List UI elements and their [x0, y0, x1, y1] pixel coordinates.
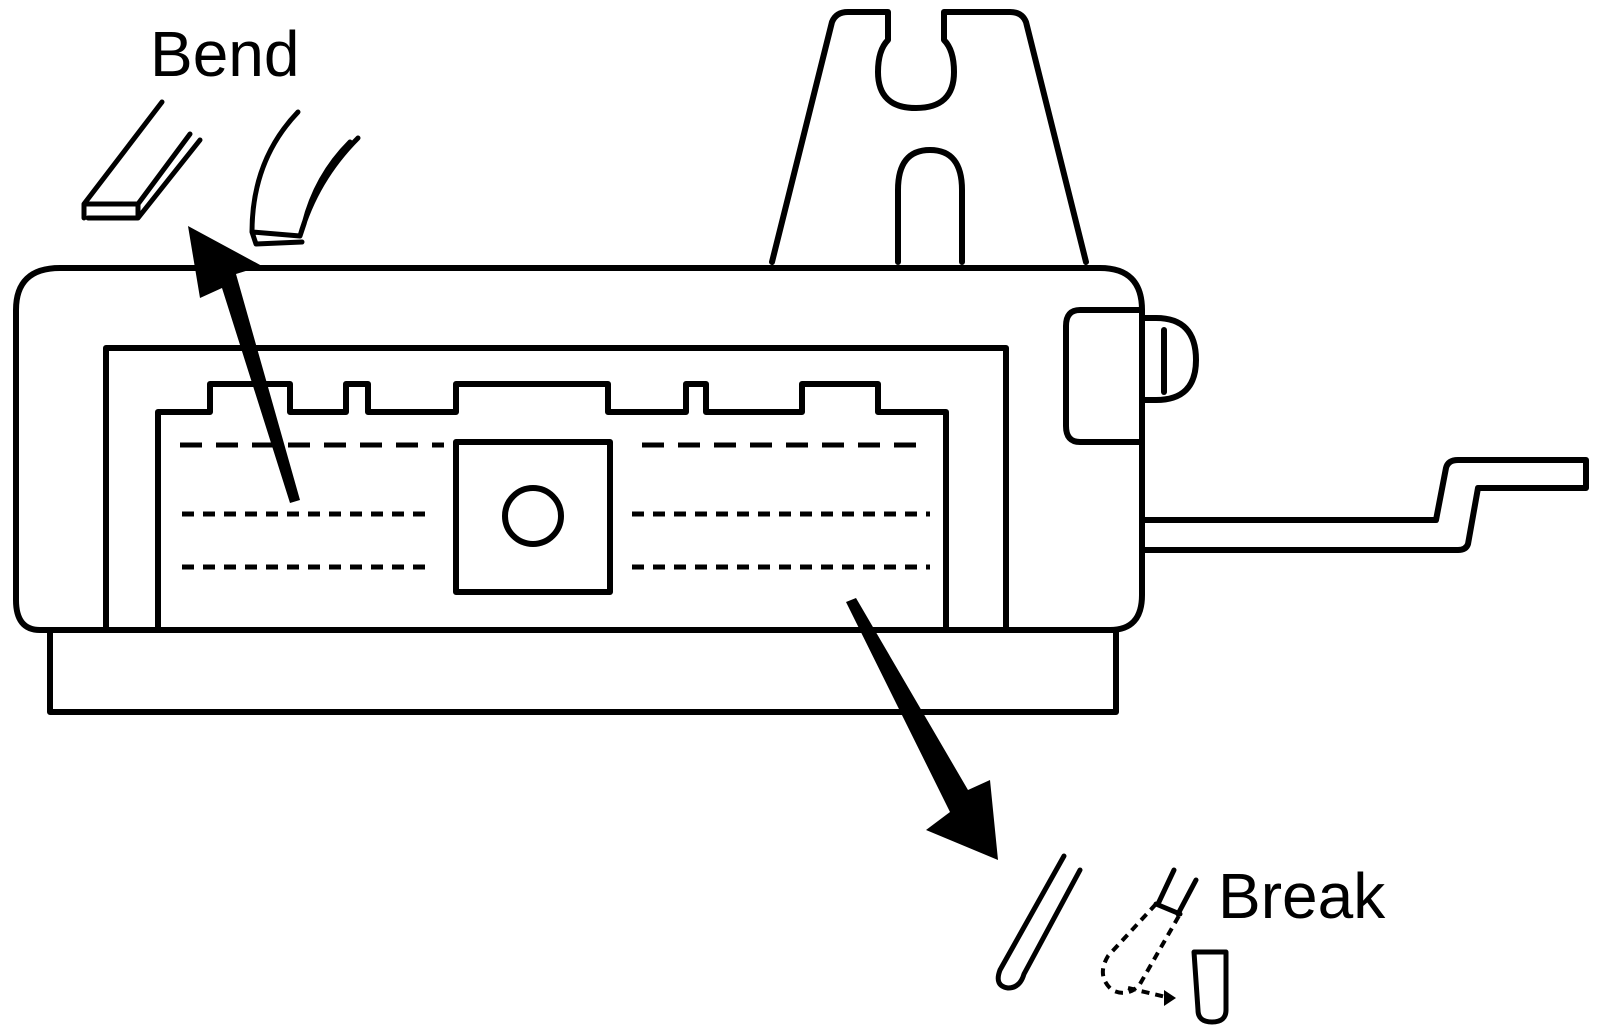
break-label: Break [1218, 860, 1386, 932]
bent-terminal-icon [249, 109, 361, 247]
terminal-pin-icon [995, 853, 1083, 991]
lever-arm [1139, 457, 1589, 553]
break-arrow [846, 598, 998, 860]
bend-label: Bend [150, 18, 299, 90]
connector-housing [13, 265, 1145, 715]
straight-terminal-icon [81, 99, 203, 221]
mounting-bracket [769, 9, 1089, 265]
broken-terminal-icon [1100, 867, 1229, 1025]
side-latch [1063, 307, 1199, 445]
bend-arrow [188, 226, 300, 503]
